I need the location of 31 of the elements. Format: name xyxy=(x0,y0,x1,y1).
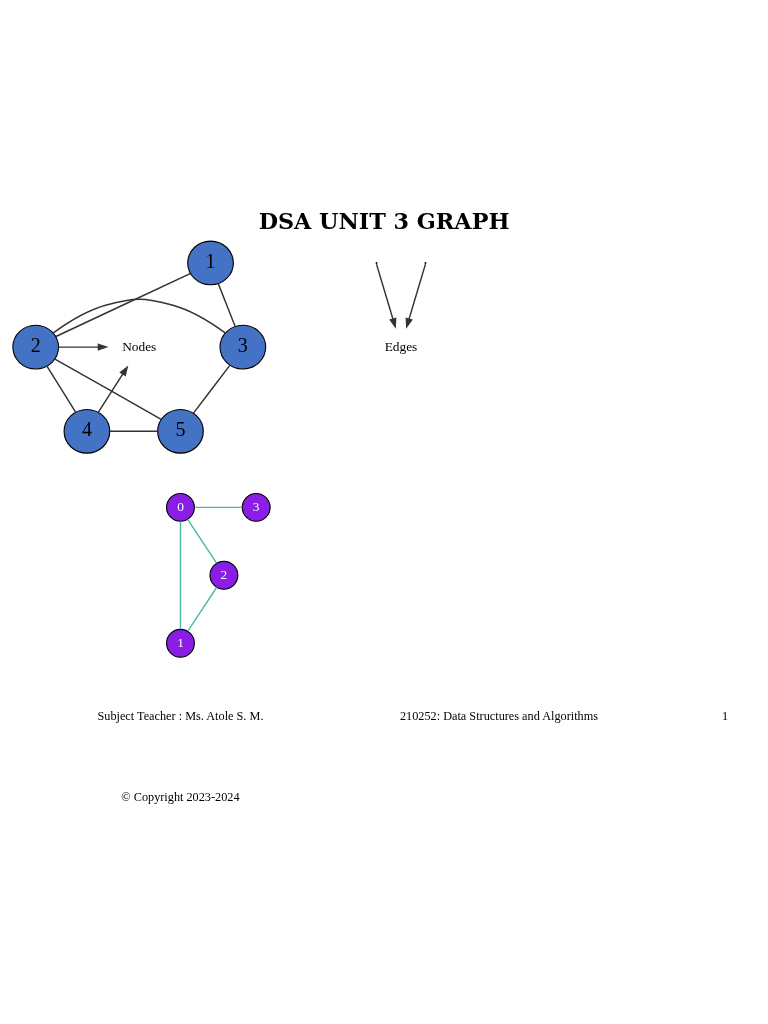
node-circle: 3 xyxy=(241,492,271,522)
connector xyxy=(193,506,243,508)
node-text: Nodes xyxy=(122,338,157,354)
connector xyxy=(54,357,162,420)
node-circle: 2 xyxy=(209,560,239,590)
connector xyxy=(52,297,226,334)
connector xyxy=(55,272,191,337)
connector xyxy=(109,430,159,432)
arrow xyxy=(375,262,397,329)
arrow xyxy=(97,364,129,413)
node-circle: 0 xyxy=(166,492,195,522)
label: Subject Teacher : Ms. Atole S. M. xyxy=(97,708,264,723)
diagram-title: DSA UNIT 3 GRAPH xyxy=(258,207,510,234)
connector xyxy=(217,282,236,327)
connector xyxy=(46,365,77,413)
connector xyxy=(192,364,231,414)
connector xyxy=(179,520,182,630)
node-circle: 5 xyxy=(157,408,204,454)
node-circle: 3 xyxy=(219,324,267,369)
label: © Copyright 2023-2024 xyxy=(121,789,240,804)
arrow xyxy=(58,342,109,351)
label: 210252: Data Structures and Algorithms xyxy=(399,708,599,723)
node-circle: 4 xyxy=(63,408,111,454)
node-circle: 1 xyxy=(187,240,234,285)
node-circle: 1 xyxy=(166,628,195,658)
connector xyxy=(187,586,218,632)
node-circle: 2 xyxy=(12,324,60,369)
label: 1 xyxy=(722,708,729,723)
arrow xyxy=(405,262,427,329)
node-text: Edges xyxy=(384,338,418,354)
connector xyxy=(186,518,218,564)
